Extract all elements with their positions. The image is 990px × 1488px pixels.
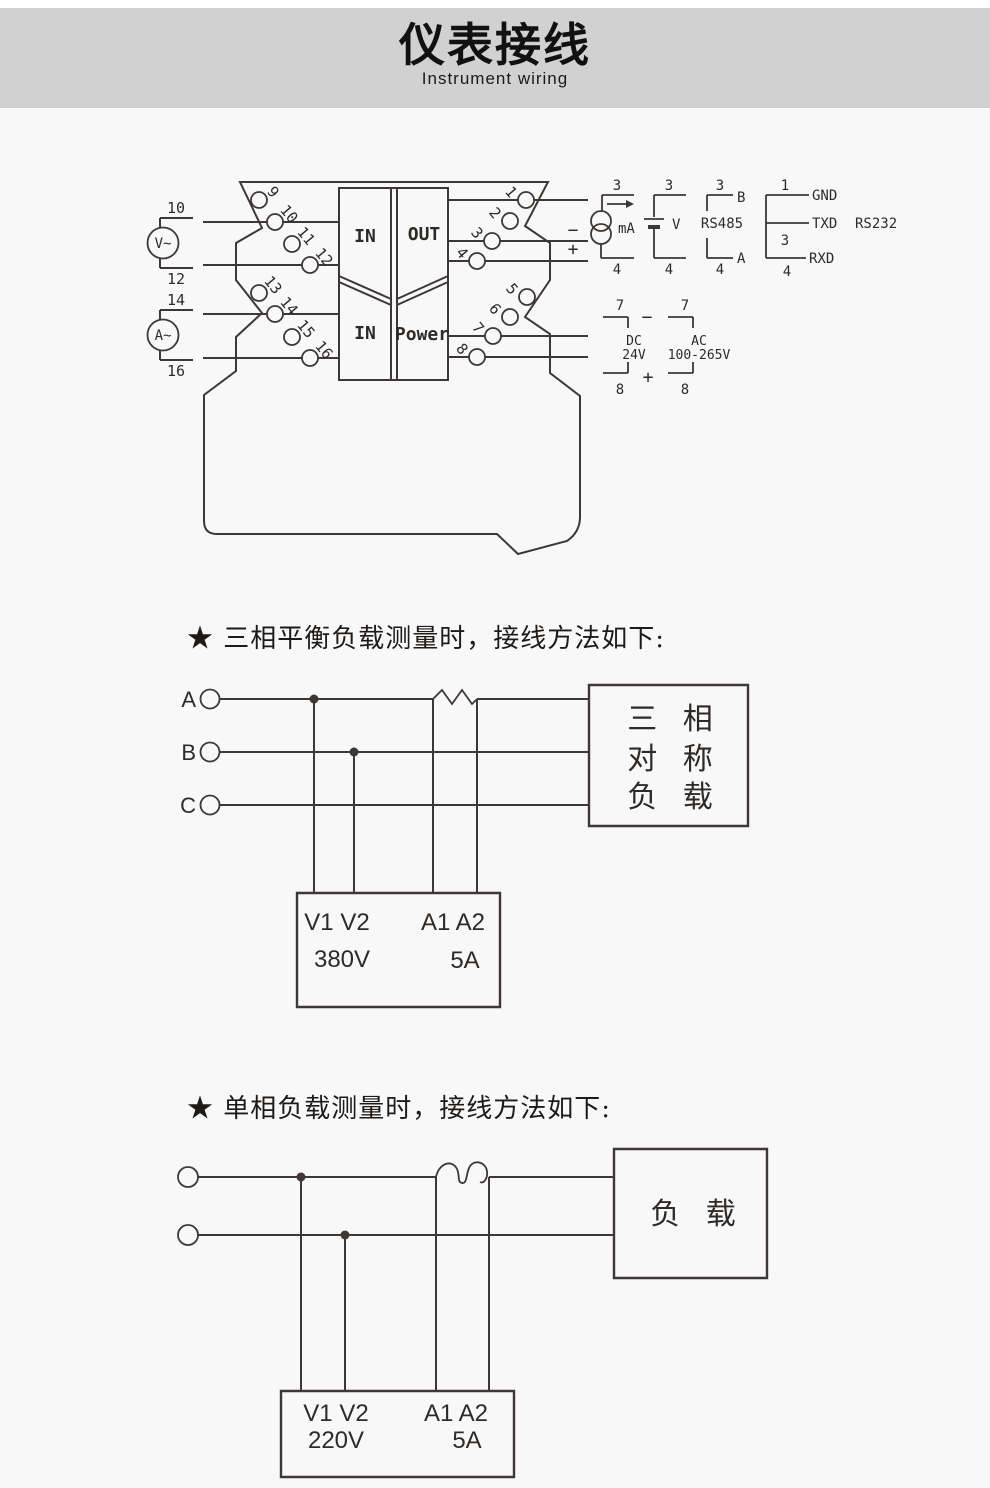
v-label: V	[672, 217, 681, 233]
load-text: 负 载	[650, 1197, 744, 1232]
pin-number: 1	[781, 178, 789, 194]
rs232-txd-label: TXD	[812, 216, 837, 232]
three-phase-section-heading: ★ 三相平衡负载测量时，接线方法如下:	[187, 624, 666, 654]
rs485-a-label: A	[737, 251, 746, 267]
rs485-fragment: 3 B RS485 A 4	[701, 178, 746, 278]
phase-a-label: A	[181, 687, 196, 712]
output-minus-sign: −	[568, 220, 579, 241]
load-text-line: 三 相	[627, 702, 721, 737]
page-subtitle: Instrument wiring	[421, 69, 569, 88]
single-phase-meter-box	[281, 1391, 514, 1477]
terminal-stub-label: 10	[167, 199, 185, 217]
rs232-gnd-label: GND	[812, 188, 837, 204]
rs485-label: RS485	[701, 216, 743, 232]
pin-number: 7	[616, 298, 624, 314]
pin-number: 4	[783, 264, 791, 280]
terminal-stub-label: 12	[167, 270, 185, 288]
top-white-strip	[0, 0, 990, 8]
pin-number: 4	[665, 262, 673, 278]
module-out-label: OUT	[408, 224, 441, 245]
rs232-rxd-label: RXD	[809, 251, 834, 267]
instrument-casing-outline	[204, 182, 580, 554]
voltage-source-symbol: 10 V~ 12	[148, 199, 194, 288]
dc-plus-sign: +	[643, 367, 654, 388]
rs232-fragment: 1 GND TXD RS232 3 RXD 4	[766, 178, 897, 280]
module-in-bottom-label: IN	[354, 323, 376, 344]
meter-voltage-rating: 380V	[314, 946, 370, 973]
dc-minus-sign: −	[642, 307, 653, 328]
meter-current-rating: 5A	[450, 947, 479, 974]
header-band: 仪表接线 Instrument wiring	[0, 8, 990, 108]
single-phase-section-heading: ★ 单相负载测量时，接线方法如下:	[187, 1094, 612, 1124]
pin-number: 4	[613, 262, 621, 278]
load-text-line: 对 称	[627, 742, 721, 777]
load-text-line: 负 载	[627, 780, 721, 815]
v-output-fragment: 3 V 4	[644, 178, 686, 278]
pin-number: 8	[616, 382, 624, 398]
meter-current-terminals: A1 A2	[421, 909, 485, 936]
right-terminal-circles	[469, 192, 535, 365]
pin-number: 3	[613, 178, 621, 194]
meter-current-terminals: A1 A2	[424, 1400, 488, 1427]
three-phase-load-box	[589, 685, 748, 826]
dc-power-fragment: 7 − DC 24V + 8	[603, 298, 654, 398]
meter-voltage-terminals: V1 V2	[304, 909, 369, 936]
current-source-symbol: 14 A~ 16	[148, 291, 194, 380]
page-title: 仪表接线	[399, 19, 591, 71]
meter-voltage-rating: 220V	[308, 1427, 364, 1454]
pin-number: 7	[681, 298, 689, 314]
phase-b-label: B	[181, 740, 196, 765]
output-plus-sign: +	[568, 239, 579, 260]
current-transformer-symbol	[436, 1162, 487, 1183]
rs485-b-label: B	[737, 190, 745, 206]
meter-voltage-terminals: V1 V2	[303, 1400, 368, 1427]
single-phase-load-box	[614, 1149, 767, 1278]
terminal-stub-label: 16	[167, 362, 185, 380]
single-phase-diagram: 负 载 V1 V2 A1 A2 220V 5A	[178, 1149, 767, 1477]
pin-number: 3	[665, 178, 673, 194]
dc-label: DC	[626, 334, 642, 349]
current-transformer-symbol	[433, 690, 477, 704]
module-power-label: Power	[395, 324, 449, 345]
pin-number: 3	[716, 178, 724, 194]
dc-voltage-label: 24V	[622, 348, 646, 363]
current-source-label: A~	[155, 328, 172, 344]
three-phase-diagram: A B C 三 相 对 称 负 载 V1 V2 A1 A2 380V	[180, 685, 748, 1007]
ac-power-fragment: 7 AC 100-265V 8	[668, 298, 731, 398]
pin-number: 8	[681, 382, 689, 398]
module-in-top-label: IN	[354, 226, 376, 247]
meter-current-rating: 5A	[452, 1427, 481, 1454]
rs232-label: RS232	[855, 216, 897, 232]
ac-label: AC	[691, 334, 707, 349]
voltage-source-label: V~	[155, 236, 172, 252]
ma-output-fragment: 3 mA 4	[591, 178, 635, 278]
signal-module: IN OUT IN Power	[339, 188, 449, 380]
phase-c-label: C	[180, 793, 196, 818]
current-direction-arrow-icon	[626, 200, 634, 208]
three-phase-meter-box	[297, 893, 500, 1007]
pin-number: 3	[781, 233, 789, 249]
ma-label: mA	[618, 221, 635, 237]
terminal-stub-label: 14	[167, 291, 185, 309]
pin-number: 4	[716, 262, 724, 278]
left-terminal-circles	[251, 192, 318, 366]
ac-voltage-label: 100-265V	[668, 348, 731, 363]
